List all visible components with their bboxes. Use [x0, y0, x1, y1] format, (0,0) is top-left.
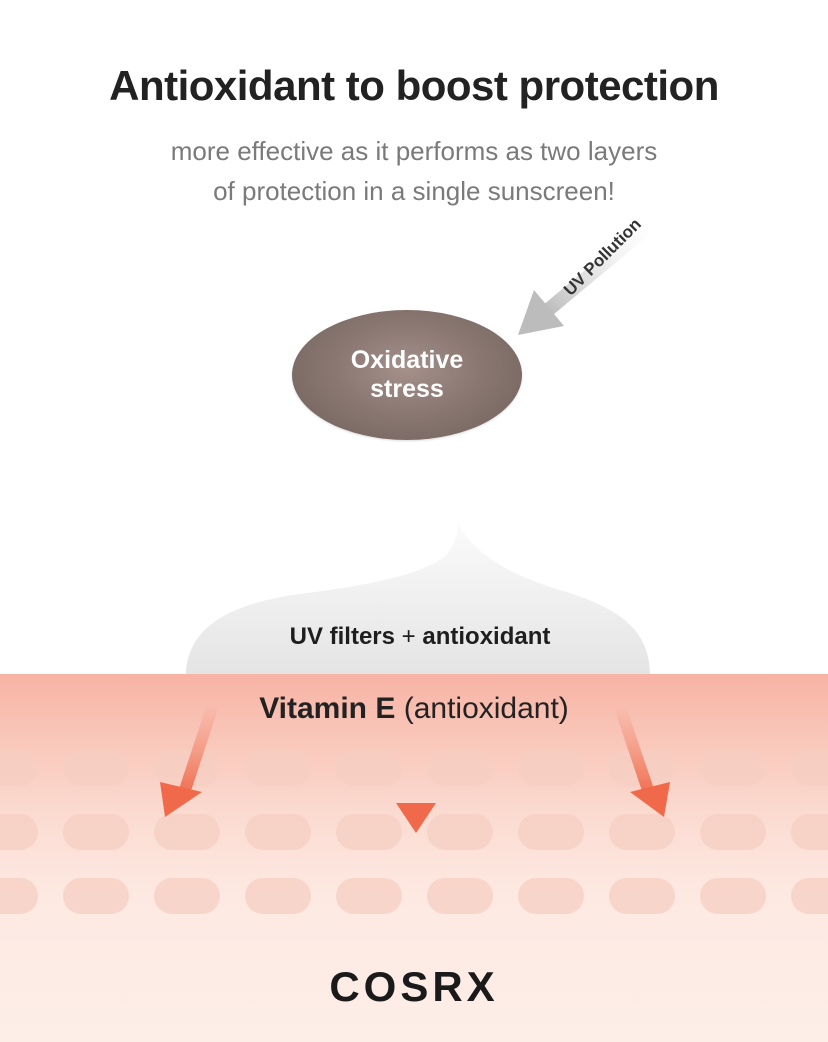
skin-cell	[518, 814, 584, 850]
arrow-center	[396, 730, 436, 833]
oxidative-stress-label: Oxidative stress	[292, 346, 522, 404]
skin-cell	[791, 814, 828, 850]
skin-cell	[0, 878, 38, 914]
skin-cell	[609, 814, 675, 850]
oxidative-stress-blob	[292, 310, 522, 440]
vitamin-e-name: Vitamin E	[259, 692, 396, 725]
vitamin-e-label: Vitamin E (antioxidant)	[0, 692, 828, 726]
skin-cell	[63, 878, 129, 914]
skin-layer	[0, 674, 828, 1042]
skin-cell	[336, 750, 402, 786]
cosrx-logo: COSRX	[329, 963, 499, 1010]
skin-cell	[700, 814, 766, 850]
skin-cell	[336, 878, 402, 914]
skin-cell	[0, 750, 38, 786]
skin-cell	[700, 878, 766, 914]
subtitle-line-2: of protection in a single sunscreen!	[213, 176, 615, 206]
skin-cell	[0, 814, 38, 850]
skin-cell	[518, 750, 584, 786]
skin-cell	[63, 814, 129, 850]
arrow-right	[614, 705, 670, 817]
skin-cell	[791, 878, 828, 914]
vitamin-e-note: (antioxidant)	[403, 692, 569, 725]
page-title: Antioxidant to boost protection	[109, 62, 719, 109]
skin-cell	[427, 814, 493, 850]
antioxidant-text: antioxidant	[422, 623, 551, 650]
oxidative-stress-text: Oxidative stress	[350, 346, 464, 403]
skin-cell	[700, 750, 766, 786]
skin-cell	[63, 750, 129, 786]
subtitle-line-1: more effective as it performs as two lay…	[170, 136, 658, 166]
uv-filters-antioxidant-label: UV filters + antioxidant	[180, 623, 660, 651]
uv-filters-text: UV filters	[289, 623, 395, 650]
skin-cell	[245, 814, 311, 850]
skin-cell	[336, 814, 402, 850]
skin-cell	[245, 750, 311, 786]
skin-cell	[609, 878, 675, 914]
plus-sign: +	[401, 623, 416, 650]
skin-cell	[427, 750, 493, 786]
skin-cell	[154, 814, 220, 850]
skin-cell	[154, 878, 220, 914]
skin-cell	[245, 878, 311, 914]
skin-cell	[427, 878, 493, 914]
skin-cell	[518, 878, 584, 914]
skin-cell	[791, 750, 828, 786]
arrow-left	[160, 703, 219, 817]
